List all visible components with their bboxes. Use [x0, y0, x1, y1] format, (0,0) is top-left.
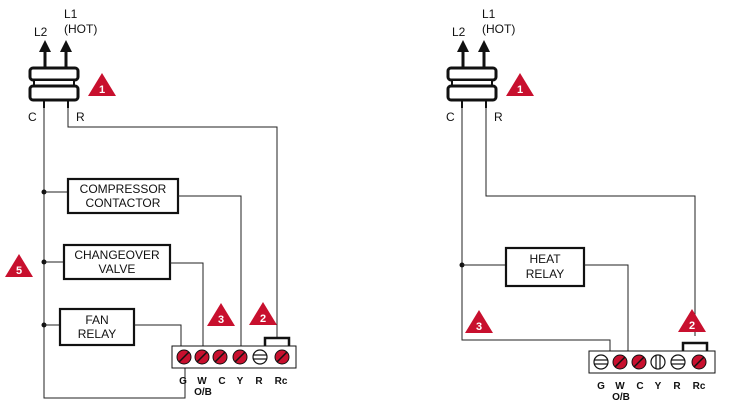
right-terminal-y-screw-icon: [650, 354, 666, 370]
left-r-label: R: [76, 110, 85, 124]
left-terminal-label-r: R: [255, 376, 263, 387]
right-jumper-icon: [681, 341, 709, 351]
right-heat-relay-line1: HEAT: [529, 252, 561, 266]
left-transformer-icon: [28, 66, 80, 108]
right-warning-1-icon: 1: [506, 73, 534, 96]
right-warning-3-icon: 3: [465, 310, 493, 333]
right-warning-1-number: 1: [517, 84, 523, 96]
left-warning-1-icon: 1: [88, 73, 116, 96]
left-fan-relay-line2: RELAY: [78, 327, 116, 341]
right-warning-2-icon: 2: [678, 309, 706, 332]
left-warning-2-icon: 2: [249, 302, 277, 325]
left-c-label: C: [28, 110, 37, 124]
left-warning-1-number: 1: [99, 84, 105, 96]
left-jumper-icon: [263, 336, 291, 346]
left-compressor-line2: CONTACTOR: [86, 196, 161, 210]
left-hot-label: (HOT): [64, 22, 97, 36]
left-fan-to-g-wire: [134, 324, 182, 355]
left-l2-label: L2: [34, 25, 48, 39]
right-terminal-r-screw-icon: [670, 354, 686, 370]
right-l2-label: L2: [452, 25, 466, 39]
left-terminal-c-screw-icon: [212, 349, 228, 365]
left-changeover-line1: CHANGEOVER: [74, 248, 160, 262]
left-terminal-rc-screw-icon: [274, 349, 290, 365]
right-terminal-label-y: Y: [655, 381, 662, 392]
right-diagram: L2 L1 (HOT) 1 C R: [446, 7, 716, 403]
left-terminal-label-c: C: [218, 376, 225, 387]
left-terminal-w-screw-icon: [194, 349, 210, 365]
right-terminal-rc-screw-icon: [691, 354, 707, 370]
right-terminal-label-g: G: [597, 381, 605, 392]
right-warning-2-number: 2: [689, 320, 695, 332]
left-changeover-line2: VALVE: [99, 262, 136, 276]
right-terminal-strip: [588, 350, 716, 374]
left-terminal-r-screw-icon: [252, 349, 268, 365]
right-r-label: R: [494, 110, 503, 124]
right-l2-arrow-icon: [457, 40, 469, 68]
left-warning-3-icon: 3: [207, 303, 235, 326]
right-terminal-g-screw-icon: [593, 354, 609, 370]
left-terminal-label-g: G: [179, 376, 187, 387]
left-l1-arrow-icon: [60, 40, 72, 68]
right-heat-relay-to-w-wire: [584, 264, 629, 351]
left-warning-5-number: 5: [16, 265, 22, 277]
left-fan-relay-box: FAN RELAY: [58, 307, 136, 347]
right-l1-label: L1: [482, 7, 496, 21]
left-warning-2-number: 2: [260, 313, 266, 325]
right-heat-relay-box: HEAT RELAY: [504, 246, 586, 288]
right-c-label: C: [446, 110, 455, 124]
left-terminal-label-y: Y: [237, 376, 244, 387]
right-r-wire: [485, 108, 696, 336]
right-terminal-label-r: R: [673, 381, 681, 392]
left-compressor-to-y-wire: [178, 195, 242, 355]
left-fan-relay-line1: FAN: [85, 313, 108, 327]
left-l2-arrow-icon: [39, 40, 51, 68]
left-changeover-valve-box: CHANGEOVER VALVE: [62, 243, 172, 281]
left-terminal-label-w: W: [197, 376, 207, 387]
left-compressor-line1: COMPRESSOR: [80, 182, 167, 196]
right-terminal-w-screw-icon: [612, 354, 628, 370]
right-terminal-label-c: C: [636, 381, 643, 392]
left-diagram: L2 L1 (HOT) 1 C R: [5, 7, 297, 399]
right-transformer-icon: [446, 66, 498, 108]
left-compressor-contactor-box: COMPRESSOR CONTACTOR: [66, 177, 180, 215]
left-terminal-label-rc: Rc: [275, 376, 288, 387]
left-warning-3-number: 3: [218, 314, 224, 326]
right-hot-label: (HOT): [482, 22, 515, 36]
right-heat-relay-line2: RELAY: [526, 267, 564, 281]
right-terminal-c-screw-icon: [631, 354, 647, 370]
right-terminal-label-w: W: [615, 381, 625, 392]
left-warning-5-icon: 5: [5, 254, 33, 277]
right-terminal-sublabel-ob: O/B: [612, 392, 630, 403]
left-r-wire: [67, 108, 278, 338]
left-terminal-g-screw-icon: [176, 349, 192, 365]
left-c-wire: [43, 108, 186, 399]
right-warning-3-number: 3: [476, 321, 482, 333]
right-terminal-label-rc: Rc: [693, 381, 706, 392]
left-l1-label: L1: [64, 7, 78, 21]
right-c-wire: [461, 108, 611, 351]
right-l1-arrow-icon: [478, 40, 490, 68]
left-terminal-sublabel-ob: O/B: [194, 387, 212, 398]
left-changeover-to-w-wire: [170, 262, 204, 355]
left-terminal-y-screw-icon: [232, 349, 248, 365]
left-terminal-strip: [171, 345, 297, 369]
